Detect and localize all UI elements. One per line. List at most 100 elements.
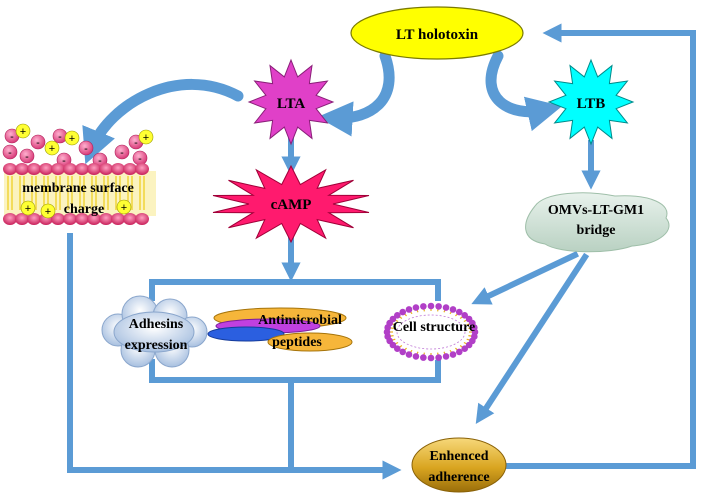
positive-charge-sign: + [25,203,31,215]
cell-ring-bead [405,351,413,358]
lipid-head [39,163,53,175]
camp-label: cAMP [271,197,312,213]
lipid-head [15,213,29,225]
ltb-label: LTB [577,96,606,112]
positive-charge-icon [116,199,132,215]
cell-ring-bead [465,341,473,349]
lipid-head [99,213,113,225]
positive-charge-sign: + [143,132,149,144]
membrane-lipid-heads: + + + [3,163,149,225]
lt-holotoxin-shape [350,6,524,60]
negative-charge-sign: - [84,143,88,155]
lipid-head [111,163,125,175]
omvs-label-line2: bridge [577,223,616,238]
cell-ring-bead [412,353,420,360]
adhesins-label-line2: expression [125,338,188,353]
antimicrobial-node: Antimicrobial peptides [207,307,353,352]
cell-ring-bead [442,304,450,311]
adhesins-label-line1: Adhesins [129,317,184,332]
lta-label: LTA [277,96,306,112]
lipid-head [15,163,29,175]
cell-ring-bead [442,353,450,360]
negative-charge-sign: - [8,147,12,159]
lta-to-membrane-arrow [82,79,244,165]
cell-ring-bead [471,324,478,331]
positive-charge-sign: + [45,206,51,218]
negative-charge-icon [114,144,130,160]
lta-node: LTA [247,58,335,146]
negative-charge-sign: - [10,131,14,143]
lipid-head [135,213,149,225]
cell-ring-bead [405,306,413,313]
cell-ring-bead [420,303,427,310]
effects-bracket-bottom [149,359,441,383]
antimicrobial-label-line1: Antimicrobial [258,313,342,328]
holotoxin-to-lta-arrow [317,50,395,137]
lt-holotoxin-node: LT holotoxin [350,6,524,60]
peptide-shape-blue [207,326,285,342]
cell-structure-node: Cell structure [383,302,479,362]
adhesins-cloud-shape [101,295,208,368]
enhanced-adherence-node: Enhenced adherence [411,437,507,493]
lipid-head [123,213,137,225]
lipid-head [51,213,65,225]
lipid-head [111,213,125,225]
negative-charge-sign: - [25,151,29,163]
cell-ring-bead [412,304,420,311]
positive-charge-sign: + [121,202,127,214]
lipid-head [99,163,113,175]
omvs-node: OMVs-LT-GM1 bridge [525,192,670,253]
cell-ring-bead [455,348,463,356]
cell-ring-bead [449,306,457,313]
omvs-to-cell-arrow [471,251,579,305]
omvs-shape [525,192,670,253]
cell-inner-ring [396,314,466,350]
omvs-to-adherence-arrow [475,252,590,425]
effects-bracket-top [149,279,441,301]
lta-star-shape [247,58,335,146]
cell-ring-bead [427,302,435,310]
cell-ring-bead [393,311,401,319]
cell-ring-bead [389,315,397,323]
lipid-head [75,163,89,175]
enhanced-label-line2: adherence [428,470,489,485]
cell-ring-bead [461,311,469,319]
cell-ring-bead [455,308,463,316]
lipid-head [3,213,17,225]
cell-ring-bead [435,354,442,361]
negative-charge-sign: - [62,155,66,167]
negative-charge-sign: - [138,153,142,165]
negative-charge-icon [78,140,94,156]
lipid-head [123,163,137,175]
membrane-external-charges: -----------++++ [2,123,154,168]
negative-charge-icon [2,144,18,160]
positive-charge-icon [44,140,60,156]
enhanced-label-line1: Enhenced [429,449,488,464]
positive-charge-icon [138,129,154,145]
ltb-node: LTB [547,58,635,146]
peptide-shape-orange-bottom [267,332,353,352]
positive-charge-icon [64,130,80,146]
cell-ring-bead [399,308,407,316]
lipid-head [51,163,65,175]
lt-holotoxin-label: LT holotoxin [396,27,479,43]
positive-charge-sign: + [20,126,26,138]
feedback-line [501,23,696,469]
omvs-label-line1: OMVs-LT-GM1 [548,203,644,218]
positive-charge-sign: + [69,133,75,145]
lipid-head [63,163,77,175]
cell-ring-bead [449,351,457,358]
lipid-head [27,213,41,225]
cell-ring-bead [393,345,401,353]
lipid-head [27,163,41,175]
positive-charge-icon [15,123,31,139]
negative-charge-icon [30,134,46,150]
positive-charge-icon [20,200,36,216]
lipid-head [75,213,89,225]
positive-charge-icon [40,203,56,219]
membrane-node: -----------++++ +++ membrane surface cha… [2,123,156,225]
cell-structure-label: Cell structure [393,320,476,335]
cell-ring-bead [427,354,435,362]
